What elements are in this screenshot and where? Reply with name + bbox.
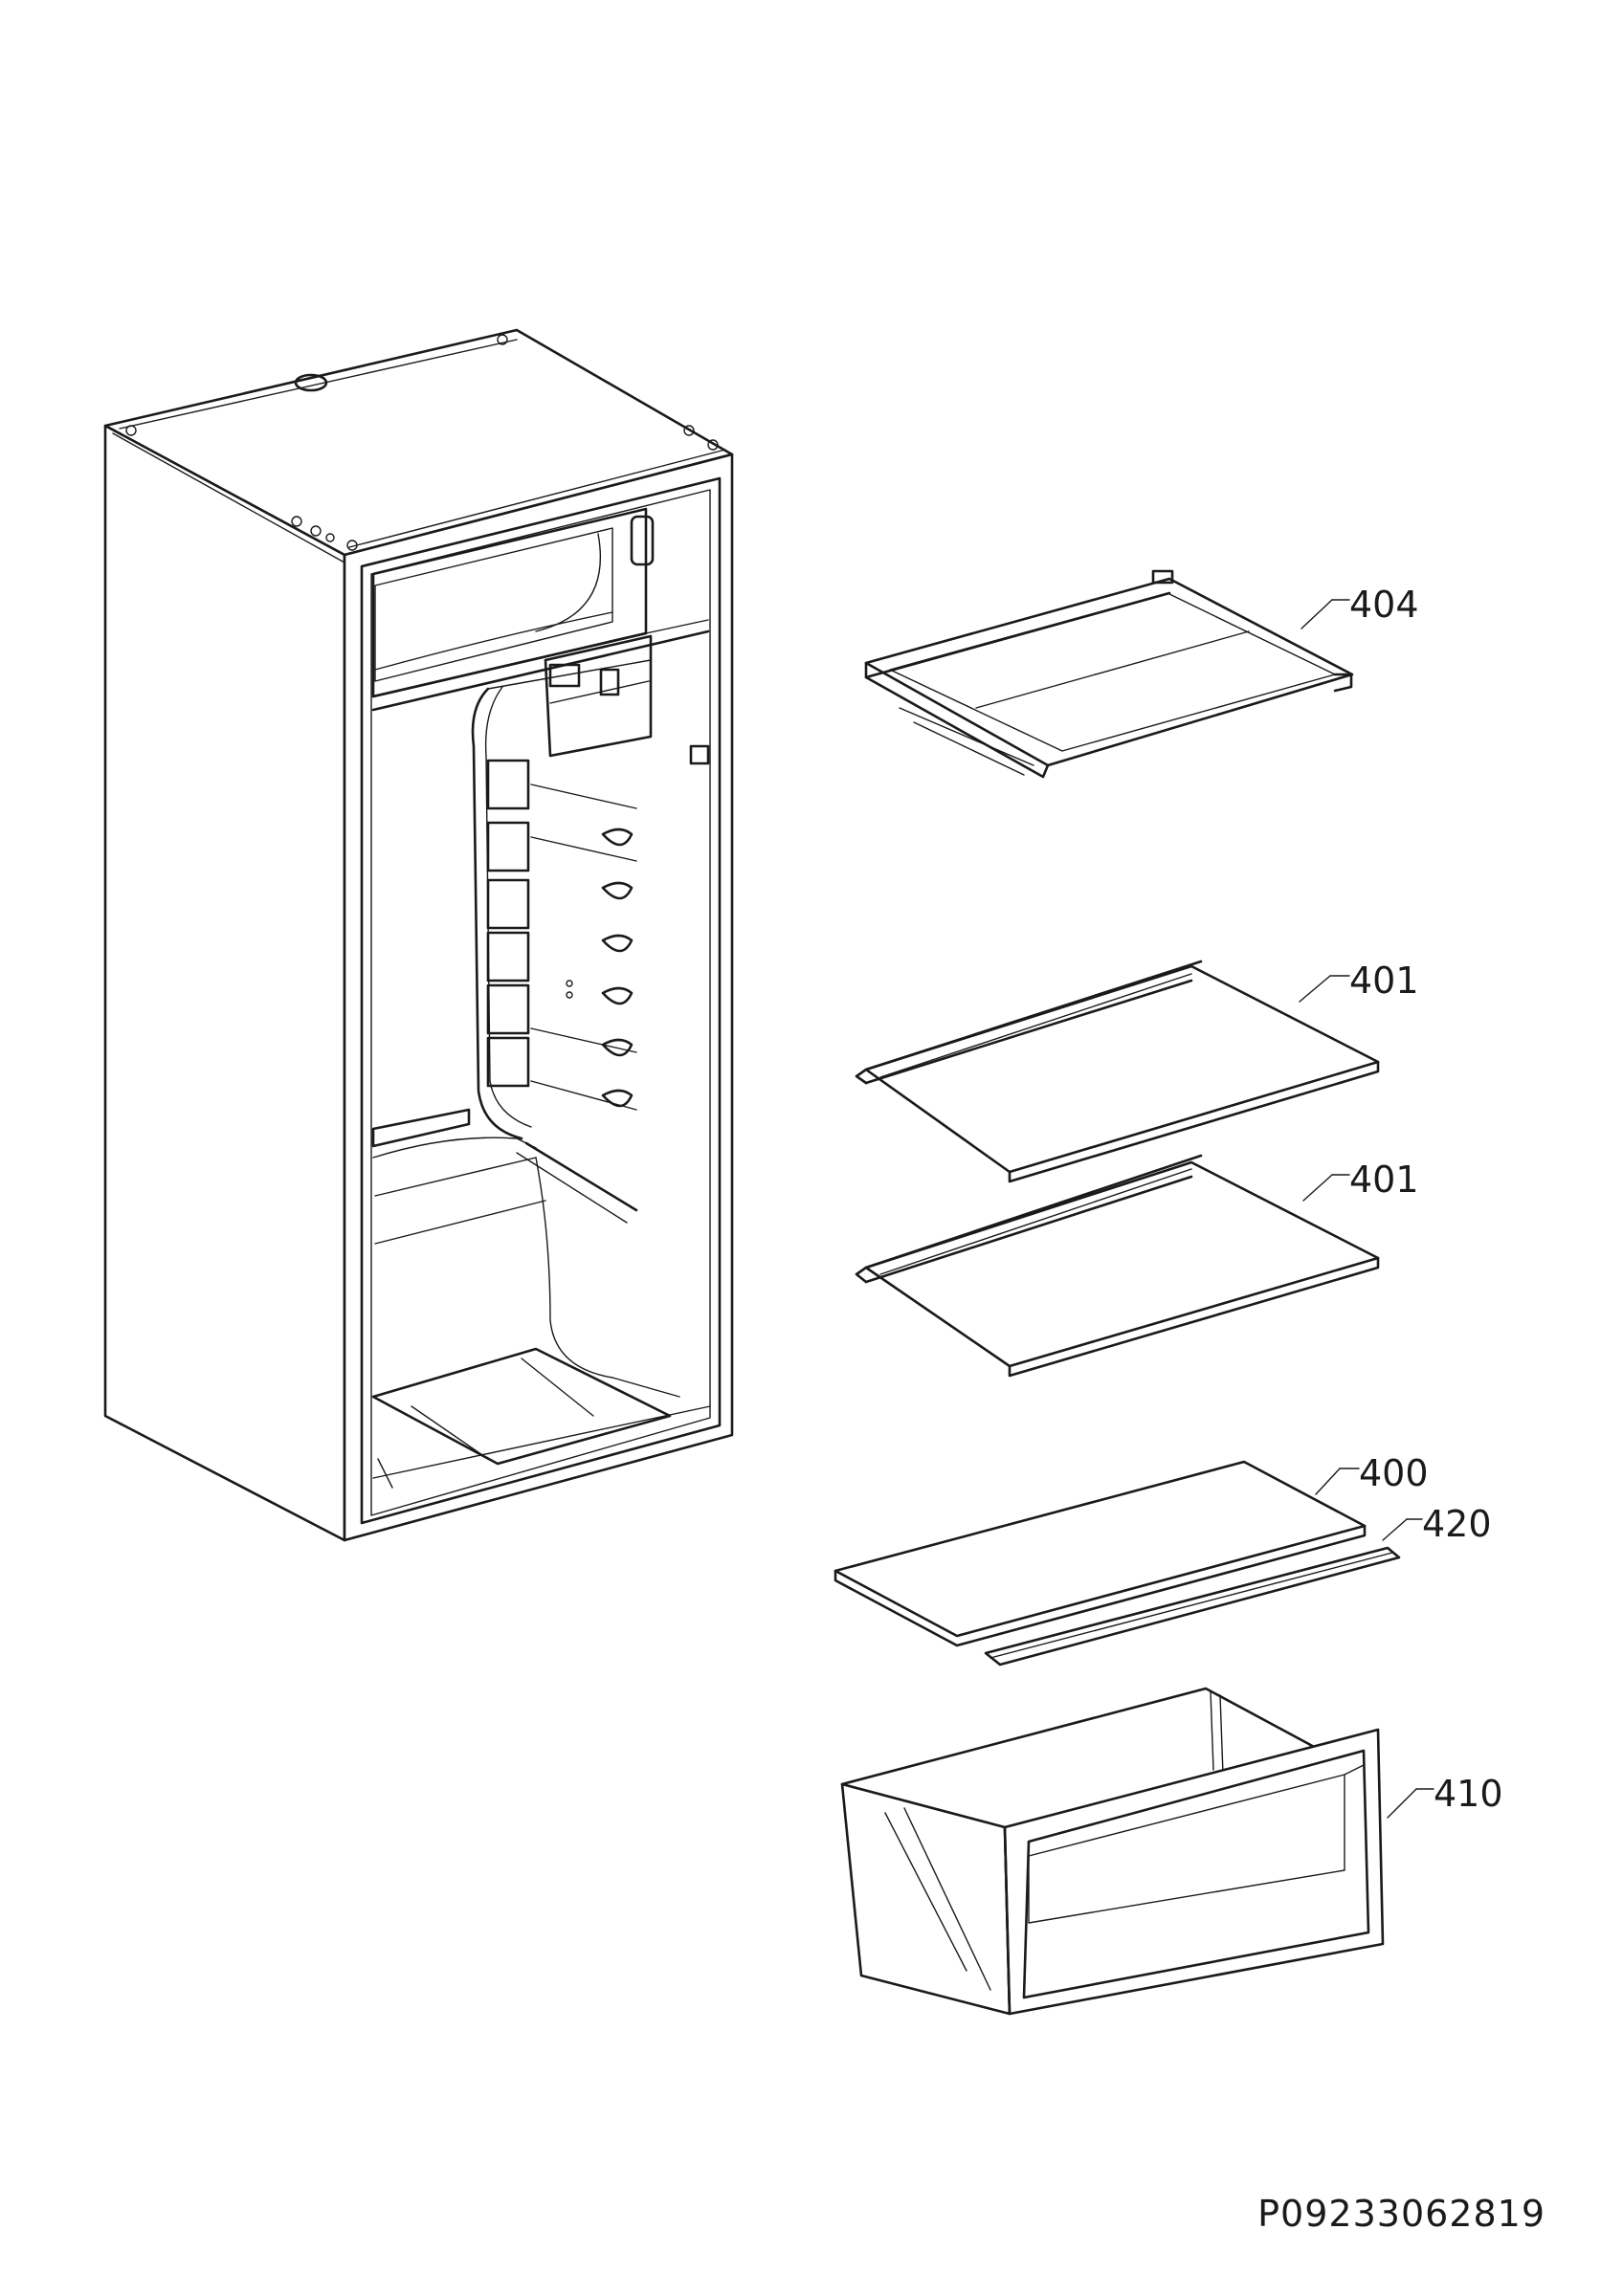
cover-trim-420: [984, 1546, 1401, 1667]
callout-420: 420: [1422, 1503, 1492, 1545]
callout-404: 404: [1349, 584, 1419, 626]
document-id: P09233062819: [1257, 2193, 1545, 2235]
glass-shelf-401-upper: [855, 960, 1380, 1183]
fridge-cabinet: [103, 328, 734, 1542]
callout-401-upper: 401: [1349, 960, 1419, 1002]
shelf-support-blocks: [486, 759, 530, 1088]
glass-shelf-401-lower: [855, 1154, 1380, 1378]
crisper-drawer-410: [840, 1687, 1385, 2016]
callout-410: 410: [1434, 1773, 1503, 1815]
glass-shelf-404: [864, 569, 1354, 779]
crisper-cover-400: [834, 1460, 1367, 1647]
callout-401-lower: 401: [1349, 1159, 1419, 1201]
callout-400: 400: [1359, 1452, 1429, 1494]
shelf-pegs-right: [601, 828, 634, 1108]
